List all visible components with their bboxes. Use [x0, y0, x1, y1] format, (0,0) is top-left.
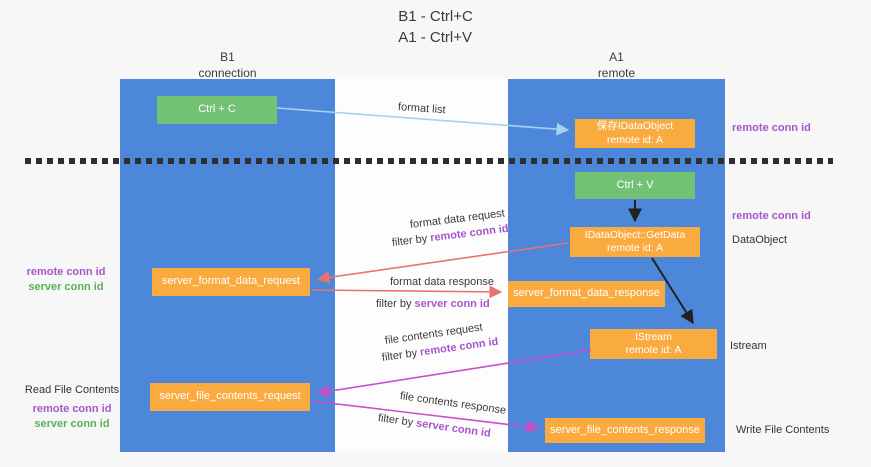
- node-save-idataobject-line2: remote id: A: [606, 133, 664, 146]
- node-istream-line1: IStream: [635, 330, 672, 343]
- node-ctrl-v: Ctrl + V: [575, 172, 695, 199]
- annotation-left-file-server: server conn id: [34, 418, 110, 430]
- node-server-file-contents-response: server_file_contents_response: [545, 418, 705, 443]
- annotation-remote-conn-id-mid: remote conn id: [732, 210, 811, 222]
- annotation-left-format-ids: remote conn id server conn id: [18, 265, 114, 295]
- annotation-dataobject: DataObject: [732, 234, 788, 246]
- lane-b1-role: connection: [198, 65, 257, 80]
- diagram-title: B1 - Ctrl+C A1 - Ctrl+V: [0, 6, 871, 48]
- node-getdata-line2: remote id: A: [606, 242, 664, 254]
- annotation-read-file-contents: Read File Contents: [24, 384, 120, 396]
- node-format-response-label: server_format_data_response: [513, 287, 660, 300]
- node-ctrl-v-label: Ctrl + V: [616, 178, 654, 191]
- annotation-left-file-block: Read File Contents remote conn id server…: [20, 383, 124, 432]
- node-server-file-contents-request: server_file_contents_request: [150, 383, 310, 411]
- node-format-request-label: server_format_data_request: [161, 275, 301, 288]
- dashed-separator: [25, 158, 833, 164]
- lane-header-a1: A1 remote: [508, 50, 725, 81]
- node-getdata-line1: IDataObject::GetData: [584, 228, 686, 241]
- node-file-request-label: server_file_contents_request: [159, 390, 301, 403]
- node-save-idataobject: 保存IDataObject remote id: A: [575, 119, 695, 148]
- title-line-2: A1 - Ctrl+V: [398, 29, 472, 46]
- node-istream: IStream remote id: A: [590, 329, 717, 359]
- node-idataobject-getdata: IDataObject::GetData remote id: A: [570, 227, 700, 257]
- label-format-response-filter-key: server conn id: [414, 298, 490, 310]
- node-ctrl-c: Ctrl + C: [157, 96, 277, 124]
- annotation-write-file-contents: Write File Contents: [736, 424, 830, 436]
- node-server-format-data-request: server_format_data_request: [152, 268, 310, 296]
- node-file-response-label: server_file_contents_response: [550, 423, 700, 436]
- annotation-istream: Istream: [730, 340, 767, 352]
- lane-b1-name: B1: [220, 50, 235, 64]
- annotation-left-format-server: server conn id: [28, 281, 104, 293]
- annotation-left-file-remote: remote conn id: [32, 403, 112, 415]
- label-format-response-filter-prefix: filter by: [376, 298, 415, 310]
- node-server-format-data-response: server_format_data_response: [508, 281, 665, 307]
- annotation-left-format-remote: remote conn id: [26, 266, 106, 278]
- lane-a1-role: remote: [597, 65, 636, 80]
- node-ctrl-c-label: Ctrl + C: [198, 103, 236, 116]
- lane-header-b1: B1 connection: [120, 50, 335, 81]
- label-format-response-filter: filter by server conn id: [376, 298, 490, 310]
- lane-a1-name: A1: [609, 50, 624, 64]
- title-line-1: B1 - Ctrl+C: [398, 8, 473, 25]
- label-format-data-response: format data response: [390, 276, 494, 288]
- node-istream-line2: remote id: A: [625, 344, 682, 356]
- node-save-idataobject-line1: 保存IDataObject: [596, 120, 674, 133]
- annotation-remote-conn-id-top: remote conn id: [732, 122, 811, 134]
